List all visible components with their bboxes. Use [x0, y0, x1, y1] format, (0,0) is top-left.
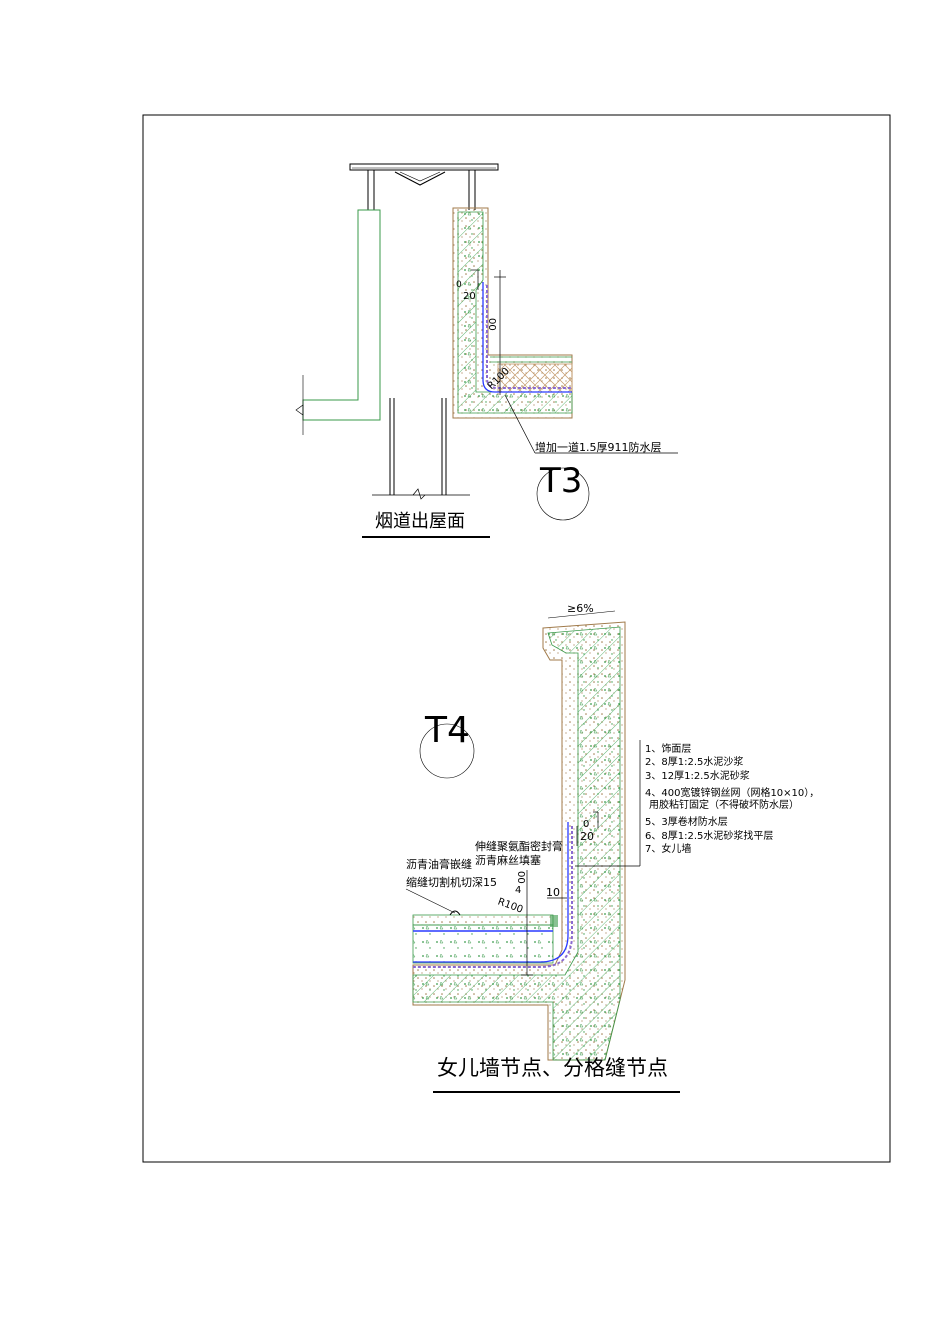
- t3-left-wall: [302, 209, 381, 421]
- t4-title: 女儿墙节点、分格缝节点: [437, 1056, 668, 1080]
- t4-detail: ≥6% 0 20 00 4 10 R100 1、饰面层 2、8厚: [405, 602, 819, 1093]
- t4-roof-layer: [412, 914, 554, 926]
- sheet-border: [142, 114, 891, 1163]
- t4-layer-7: 7、女儿墙: [645, 842, 691, 855]
- t3-dim-0: 0: [456, 280, 462, 290]
- t3-tag: T3: [539, 461, 582, 501]
- t3-dim-20: 20: [463, 291, 476, 302]
- t3-tag-circle: [536, 467, 590, 521]
- t3-title: 烟道出屋面: [375, 511, 465, 532]
- t4-layer-4b: 用胶粘钉固定（不得破坏防水层）: [649, 798, 799, 811]
- t4-dim-4: 4: [515, 885, 521, 896]
- t4-seal-2: 沥青麻丝填塞: [475, 853, 541, 867]
- t4-layer-1: 1、饰面层: [645, 742, 691, 755]
- t4-joint-1: 沥青油膏嵌缝: [406, 857, 472, 871]
- t4-dim-0: 0: [583, 819, 589, 830]
- t3-detail: 0 20 00 R100 增加一道1.5厚911防水层 T3 烟道出屋面: [295, 163, 678, 538]
- t4-dim-10: 10: [546, 886, 560, 899]
- t4-layer-6: 6、8厚1:2.5水泥砂浆找平层: [645, 829, 773, 842]
- t4-tag-circle: [419, 723, 475, 779]
- t4-dim-20: 20: [580, 830, 594, 843]
- t4-layer-5: 5、3厚卷材防水层: [645, 815, 728, 828]
- t4-tag: T4: [424, 710, 470, 751]
- t3-membrane: [482, 282, 572, 393]
- t4-dim-r100: R100: [496, 896, 524, 915]
- t4-seal-1: 伸缝聚氨酯密封膏: [475, 839, 563, 853]
- t3-note: 增加一道1.5厚911防水层: [535, 440, 662, 454]
- t4-slope: ≥6%: [567, 602, 594, 615]
- t3-cap: [349, 163, 499, 171]
- t4-dim-00: 00: [515, 871, 526, 884]
- t4-membrane: [413, 822, 569, 963]
- t4-layer-3: 3、12厚1:2.5水泥砂浆: [645, 769, 750, 782]
- t4-joint-2: 缩缝切割机切深15: [406, 875, 497, 889]
- t4-layer-2: 2、8厚1:2.5水泥沙浆: [645, 755, 743, 768]
- t4-layer-4: 4、400宽镀锌钢丝网（网格10×10），: [645, 786, 819, 799]
- t3-dim-00: 00: [486, 318, 497, 331]
